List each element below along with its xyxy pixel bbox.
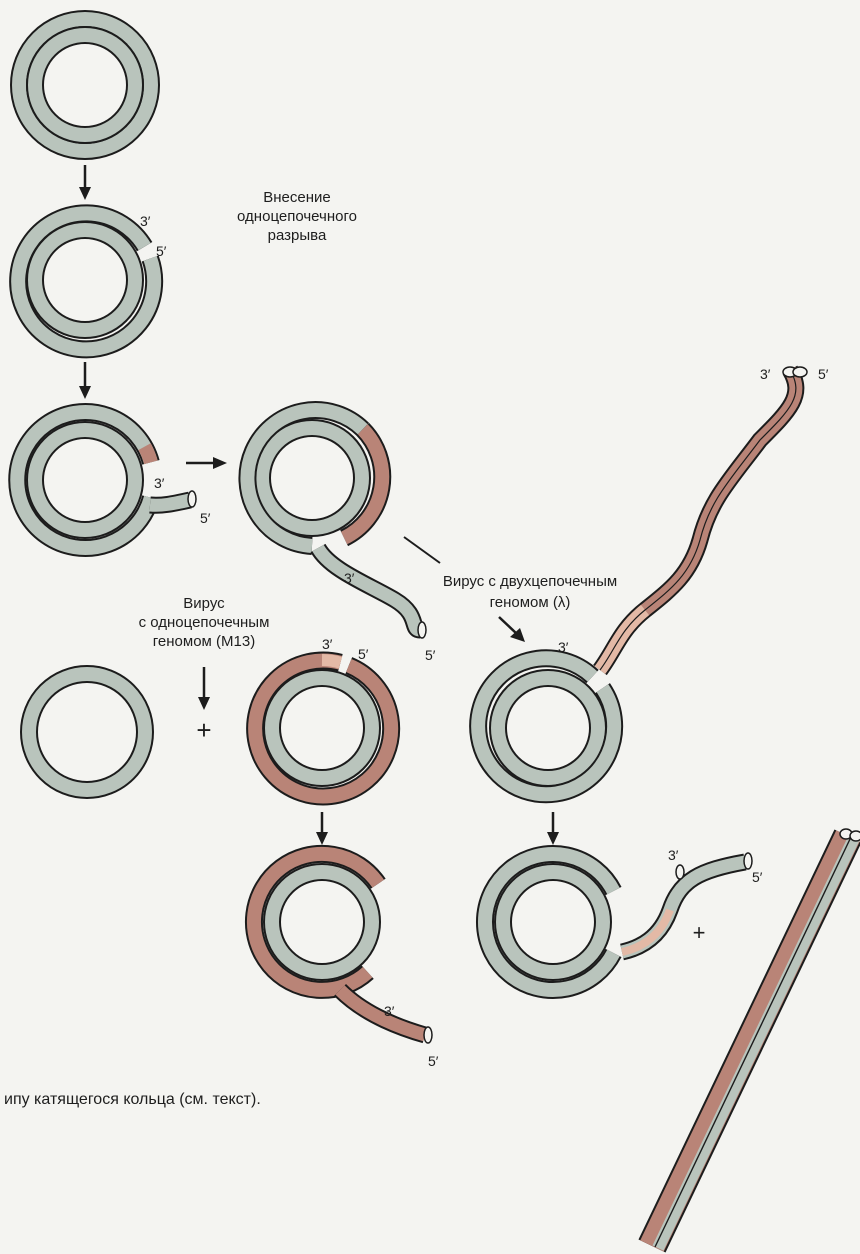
m13-3-prime-label: 3′	[322, 636, 333, 652]
circle-rolling	[247, 410, 426, 638]
ds-label-line1: Вирус с двухцепочечным	[443, 573, 617, 590]
plus-sign-right: +	[693, 920, 706, 945]
ss-label-line3: геномом (М13)	[153, 633, 255, 650]
start-5-prime-label: 5′	[200, 510, 211, 526]
arrow-right	[186, 457, 227, 469]
plus-sign-left: +	[196, 715, 211, 745]
lambda-final-3-prime-label: 3′	[668, 847, 679, 863]
circle-nicked	[18, 213, 154, 349]
figure-caption: ипу катящегося кольца (см. текст).	[4, 1091, 261, 1108]
arrow-diagonal-ds	[499, 617, 525, 642]
ss-label-line2: с одноцепочечным	[139, 614, 270, 631]
lambda-tail-5-prime-label: 5′	[818, 366, 829, 382]
arrow-down-1	[79, 165, 91, 200]
ds-label-line2: геномом (λ)	[490, 594, 571, 611]
start-3-prime-label: 3′	[154, 475, 165, 491]
nick-3-prime-label: 3′	[140, 213, 151, 229]
m13-circle-final	[254, 854, 432, 1043]
m13-single-circle	[29, 674, 145, 790]
circle-intact	[19, 19, 151, 151]
m13-final-5-prime-label: 5′	[428, 1053, 439, 1069]
rolling-5-prime-label: 5′	[425, 647, 436, 663]
lambda-tail-3-prime-label: 3′	[760, 366, 771, 382]
nick-label-line2: одноцепочечного	[237, 208, 357, 225]
nick-5-prime-label: 5′	[156, 243, 167, 259]
arrow-down-2	[79, 362, 91, 399]
m13-final-3-prime-label: 3′	[384, 1003, 395, 1019]
circle-synthesis-start	[17, 412, 196, 548]
lambda-final-5-prime-label: 5′	[752, 869, 763, 885]
lambda-3-prime-label: 3′	[558, 639, 569, 655]
connector-line-ds	[404, 537, 440, 563]
nick-label-line1: Внесение	[263, 189, 330, 206]
lambda-circle-final	[485, 853, 752, 990]
arrow-down-lambda	[547, 812, 559, 845]
m13-circle-replicating	[255, 660, 391, 796]
rolling-3-prime-label: 3′	[344, 570, 355, 586]
arrow-down-m13	[316, 812, 328, 845]
m13-5-prime-label: 5′	[358, 646, 369, 662]
arrow-down-ss	[198, 667, 210, 710]
nick-label-line3: разрыва	[268, 227, 327, 244]
ss-label-line1: Вирус	[183, 595, 225, 612]
